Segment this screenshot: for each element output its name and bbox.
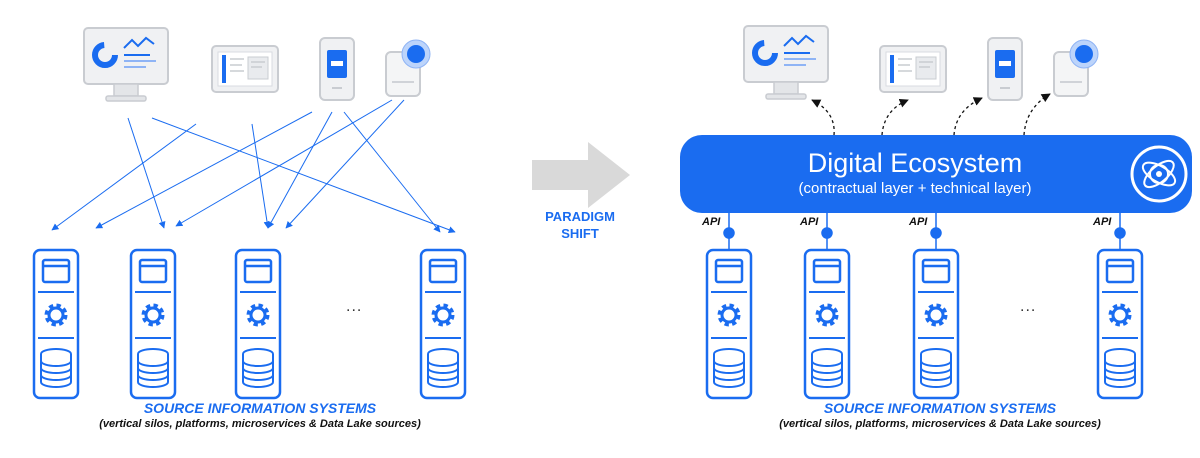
paradigm-shift-line1: PARADIGM — [545, 209, 615, 224]
ecosystem-title: Digital Ecosystem — [807, 148, 1023, 178]
smartwatch-icon — [385, 39, 431, 97]
connection-line — [251, 123, 271, 229]
dashed-link — [953, 97, 983, 136]
connection-line — [267, 111, 333, 229]
left-servers — [34, 250, 465, 398]
left-caption-subtitle: (vertical silos, platforms, microservice… — [99, 418, 421, 430]
digital-ecosystem-bar — [680, 135, 1192, 213]
api-label: API — [702, 216, 721, 228]
right-servers — [707, 250, 1142, 398]
connection-line — [95, 111, 313, 229]
smartphone-icon — [319, 37, 355, 101]
server-stack-icon — [707, 250, 751, 398]
server-stack-icon — [1098, 250, 1142, 398]
api-connectors — [723, 213, 1126, 250]
right-devices — [744, 26, 1099, 101]
right-caption-subtitle: (vertical silos, platforms, microservice… — [779, 418, 1101, 430]
api-label: API — [1093, 216, 1112, 228]
dashed-link — [811, 99, 835, 136]
connection-line — [51, 123, 197, 231]
connection-line — [343, 111, 441, 233]
left-devices — [84, 28, 431, 101]
big-right-arrow-icon — [532, 142, 630, 208]
dashed-link — [1023, 93, 1051, 136]
desktop-monitor-icon — [744, 26, 828, 99]
network-globe-icon — [1130, 145, 1188, 203]
connection-line — [285, 99, 405, 229]
server-stack-icon — [34, 250, 78, 398]
smartphone-icon — [987, 37, 1023, 101]
ecosystem-subtitle: (contractual layer + technical layer) — [798, 180, 1032, 197]
ecosystem-to-device-links — [811, 93, 1051, 136]
server-stack-icon — [421, 250, 465, 398]
tablet-icon — [211, 45, 279, 93]
paradigm-shift-line2: SHIFT — [561, 226, 599, 241]
right-caption-title: SOURCE INFORMATION SYSTEMS — [823, 400, 1057, 416]
server-stack-icon — [131, 250, 175, 398]
server-stack-icon — [914, 250, 958, 398]
right-ellipsis: ... — [1020, 298, 1037, 315]
left-ellipsis: ... — [346, 298, 363, 315]
server-stack-icon — [805, 250, 849, 398]
connection-line — [151, 117, 456, 234]
desktop-monitor-icon — [84, 28, 168, 101]
server-stack-icon — [236, 250, 280, 398]
connection-line — [175, 99, 393, 227]
smartwatch-icon — [1053, 39, 1099, 97]
point-to-point-connections — [51, 99, 456, 234]
api-label: API — [909, 216, 928, 228]
api-label: API — [800, 216, 819, 228]
paradigm-shift-label: PARADIGM SHIFT — [520, 208, 640, 242]
left-caption-title: SOURCE INFORMATION SYSTEMS — [143, 400, 377, 416]
connection-line — [127, 117, 166, 229]
dashed-link — [881, 98, 909, 136]
tablet-icon — [879, 45, 947, 93]
